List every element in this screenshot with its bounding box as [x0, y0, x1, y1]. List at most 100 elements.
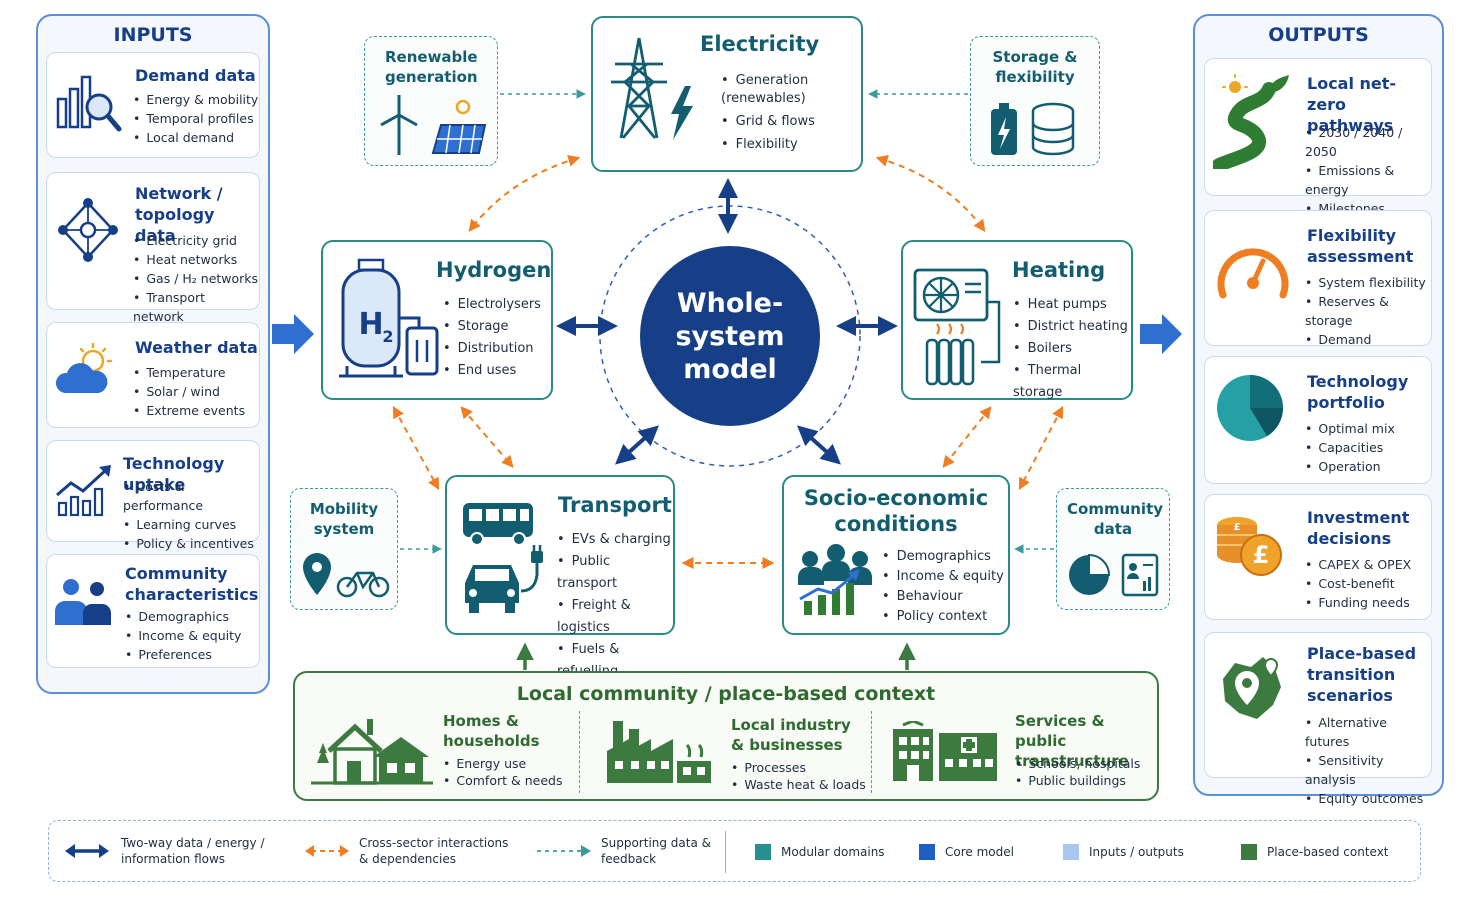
pin-bicycle-icon: [303, 553, 390, 598]
support-storage-title: Storage & flexibility: [992, 48, 1078, 86]
legend-divider: [725, 831, 726, 873]
industry-title: Local industry & businesses: [731, 716, 851, 754]
bullet: Preferences: [125, 645, 241, 664]
bullet: Funding needs: [1305, 593, 1411, 612]
place-divider-2: [871, 711, 872, 793]
bullet: Operation: [1305, 457, 1395, 476]
core-label: Whole-system model: [675, 287, 785, 385]
output-card-portfolio: Technology portfolio Optimal mix Capacit…: [1204, 356, 1432, 484]
output-card-flexibility-bullets: System flexibility Reserves & storage De…: [1305, 273, 1431, 368]
bullet: Energy & mobility: [133, 90, 258, 109]
growth-chart-icon: [56, 465, 111, 517]
bullet: District heating: [1013, 316, 1131, 338]
output-card-scenarios: Place-based transition scenarios Alterna…: [1204, 632, 1432, 806]
place-title: Local community / place-based context: [516, 683, 936, 705]
legend-place-label: Place-based context: [1267, 845, 1389, 859]
homes-bullets: Energy use Comfort & needs: [443, 755, 562, 789]
legend-cross-sector-arrow-icon: [305, 845, 349, 857]
heating-bullets: Heat pumps District heating Boilers Ther…: [1013, 294, 1131, 404]
bullet: Policy & incentives: [123, 534, 259, 553]
socio-economic-box: Socio-economic conditions Demographics I…: [782, 475, 1010, 635]
input-card-community: Community characteristics Demographics I…: [46, 554, 260, 668]
community-growth-icon: [798, 544, 872, 615]
bullet: Capacities: [1305, 438, 1395, 457]
bullet: Schools, hospitals: [1015, 755, 1140, 772]
legend-core-swatch: [919, 844, 935, 860]
support-mobility-title: Mobility system: [309, 500, 379, 538]
bullet: Transport network: [133, 288, 259, 326]
place-divider-1: [579, 711, 580, 793]
bullet: Income & equity: [125, 626, 241, 645]
output-card-flexibility: Flexibility assessment System flexibilit…: [1204, 210, 1432, 366]
bullet: Public transport: [557, 551, 673, 595]
bullet: Heat pumps: [1013, 294, 1131, 316]
cross-heating-socio-a: [942, 406, 992, 468]
legend-cross-sector-label: Cross-sector interactions & dependencies: [359, 836, 509, 866]
transport-title: Transport: [558, 493, 672, 517]
bullet: Income & equity: [882, 567, 1004, 587]
wind-turbine-solar-icon: [380, 95, 487, 155]
socio-economic-bullets: Demographics Income & equity Behaviour P…: [882, 547, 1004, 627]
heating-title: Heating: [1012, 258, 1106, 282]
arrow-core-transport: [615, 425, 659, 465]
input-card-community-title: Community characteristics: [125, 564, 259, 604]
legend-two-way-label: Two-way data / energy / information flow…: [121, 836, 265, 866]
bullet: Costs & performance: [123, 477, 259, 515]
bullet: End uses: [443, 360, 541, 382]
output-card-scenarios-title: Place-based transition scenarios: [1307, 644, 1417, 705]
input-card-network: Network / topology data Electricity grid…: [46, 172, 260, 324]
bullet: Processes: [731, 759, 866, 776]
support-storage-box: Storage & flexibility: [970, 36, 1100, 166]
bullet: Optimal mix: [1305, 419, 1394, 438]
bullet: Heat networks: [133, 250, 259, 269]
svg-text:£: £: [1234, 522, 1241, 533]
electricity-bullets: Generation (renewables) Grid & flows Fle…: [721, 72, 855, 154]
legend-io-label: Inputs / outputs: [1089, 845, 1184, 859]
bullet: Extreme events: [133, 401, 245, 420]
support-community-box: Community data: [1056, 488, 1170, 610]
bullet: Freight & logistics: [557, 595, 673, 639]
inputs-title: INPUTS: [113, 24, 193, 46]
socio-economic-title: Socio-economic conditions: [803, 486, 989, 536]
services-bullets: Schools, hospitals Public buildings: [1015, 755, 1140, 789]
bullet: Equity outcomes: [1305, 789, 1431, 808]
heating-box: Heating Heat pumps District heating Boil…: [901, 240, 1133, 400]
cross-electricity-heating: [875, 154, 986, 232]
input-card-demand-title: Demand data: [135, 66, 256, 85]
bullet: Comfort & needs: [443, 772, 562, 789]
support-renewable-box: Renewable generation: [364, 36, 498, 166]
homes-title: Homes & households: [443, 712, 540, 750]
public-buildings-icon: [893, 721, 997, 781]
svg-text:H: H: [358, 307, 383, 342]
input-card-weather-title: Weather data: [135, 338, 258, 357]
arrow-core-socio: [797, 425, 841, 465]
network-node-icon: [58, 198, 118, 262]
input-card-technology: Technology uptake Costs & performance Le…: [46, 440, 260, 551]
bullet: Temporal profiles: [133, 109, 258, 128]
bullet: Grid & flows: [721, 113, 855, 131]
outputs-title: OUTPUTS: [1268, 24, 1369, 46]
electricity-title: Electricity: [700, 32, 820, 56]
bullet: Public buildings: [1015, 772, 1140, 789]
bullet: Electrolysers: [443, 294, 541, 316]
bullet: Boilers: [1013, 338, 1131, 360]
bullet: Cost-benefit: [1305, 574, 1411, 593]
bullet: Emissions & energy: [1305, 161, 1431, 199]
hydrogen-box: H 2 Hydrogen Electrolysers Storage Distr…: [321, 240, 553, 400]
factory-icon: [607, 721, 711, 783]
bar-chart-magnifier-icon: [56, 75, 122, 132]
output-card-scenarios-bullets: Alternative futures Sensitivity analysis…: [1305, 713, 1431, 808]
inputs-to-model-arrow: [272, 314, 314, 354]
output-card-flexibility-title: Flexibility assessment: [1307, 226, 1414, 266]
output-card-portfolio-title: Technology portfolio: [1307, 372, 1409, 412]
transport-bullets: EVs & charging Public transport Freight …: [557, 529, 673, 683]
heat-pump-radiator-icon: [913, 268, 1001, 386]
people-icon: [55, 579, 111, 625]
legend-place-swatch: [1241, 844, 1257, 860]
transport-box: Transport EVs & charging Public transpor…: [445, 475, 675, 679]
bullet: Learning curves: [123, 515, 259, 534]
support-renewable-title: Renewable generation: [385, 48, 478, 86]
input-card-community-bullets: Demographics Income & equity Preferences: [125, 607, 241, 664]
legend-two-way-arrow-icon: [65, 844, 109, 858]
input-card-technology-bullets: Costs & performance Learning curves Poli…: [123, 477, 259, 553]
